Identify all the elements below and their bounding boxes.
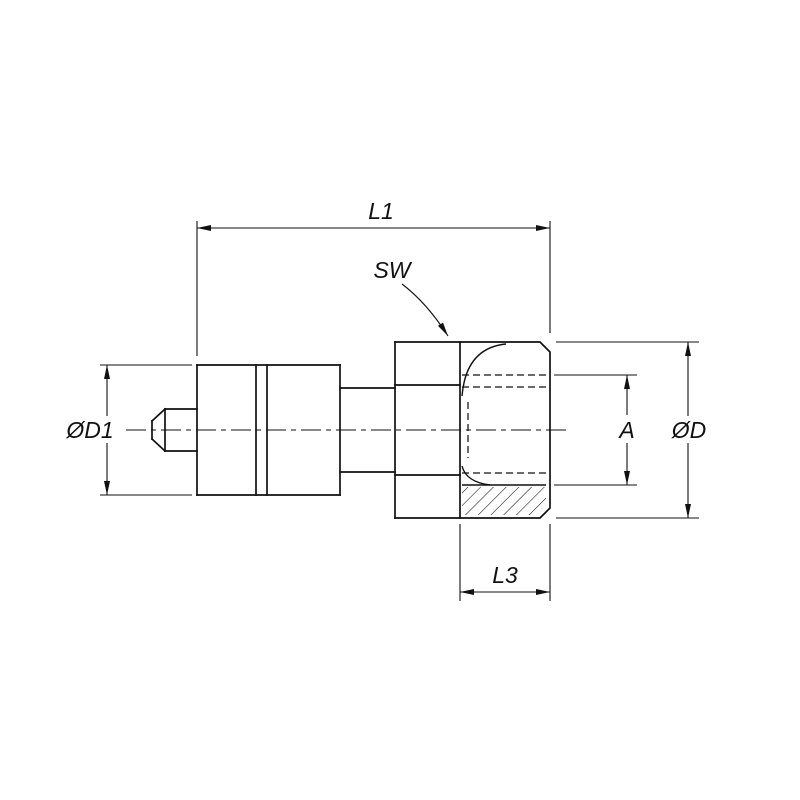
a-label-background [614, 415, 640, 443]
body-groove [255, 364, 268, 496]
d1-label-background [62, 416, 118, 443]
dimension-d1: ØD1 [62, 364, 192, 496]
dimension-label-l1: L1 [368, 198, 394, 224]
leader-sw: SW [373, 257, 449, 337]
dimension-l3: L3 [459, 524, 551, 601]
d-label-background [668, 416, 710, 443]
tip-chamfers [150, 407, 167, 453]
dimension-label-d1: ØD1 [65, 417, 113, 443]
sw-leader-line [401, 283, 449, 337]
dimension-label-sw: SW [373, 257, 412, 283]
d-extension-lines [556, 341, 699, 519]
dimension-a: A [554, 374, 640, 486]
shoulder-fillet-arc [461, 343, 507, 397]
coupling-outline [150, 341, 551, 519]
d1-extension-lines [100, 364, 192, 496]
dimension-label-l3: L3 [492, 562, 518, 588]
lower-fillet-arc [461, 465, 491, 486]
section-hatching [462, 487, 546, 515]
l3-extension-lines [459, 524, 551, 601]
internal-features [461, 343, 546, 515]
dimension-d: ØD [556, 341, 710, 519]
a-extension-lines [554, 374, 637, 486]
nut-outline [394, 341, 551, 519]
dimension-l1: L1 [196, 198, 551, 356]
neck [339, 387, 396, 473]
dimension-label-d: ØD [671, 417, 707, 443]
hex-flats [394, 384, 461, 476]
body-top-bottom [196, 364, 341, 496]
tip-cylinder [164, 408, 198, 452]
l1-extension-lines [196, 221, 551, 356]
dimension-label-a: A [617, 417, 634, 443]
